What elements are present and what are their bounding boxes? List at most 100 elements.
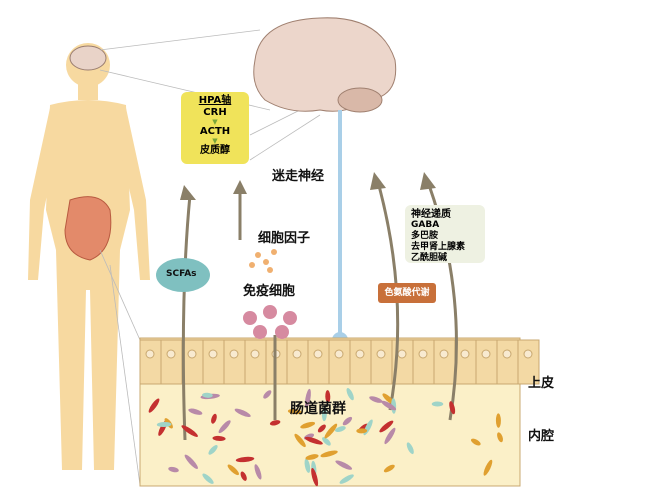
scfa-label: SCFAs <box>166 269 197 279</box>
cell-nucleus <box>523 349 533 359</box>
hpa-item: CRH <box>203 107 227 118</box>
bacterium <box>235 456 255 463</box>
arrow-down-icon: ▼ <box>212 118 218 126</box>
cell-nucleus <box>460 349 470 359</box>
epithelial-cell <box>454 339 477 385</box>
bacterium <box>381 400 397 411</box>
bacterium <box>168 466 179 473</box>
cytokine-dots <box>249 249 277 273</box>
bacterium <box>227 464 239 476</box>
bacterium <box>211 413 217 424</box>
bacterium <box>263 390 272 399</box>
bacterium <box>304 458 311 473</box>
epithelial-cell <box>223 339 246 385</box>
hpa-item: ACTH <box>199 126 231 137</box>
nt-item: GABA <box>411 220 440 230</box>
immune-label: 免疫细胞 <box>243 284 296 299</box>
bacterium <box>234 408 251 418</box>
lumen-label: 内腔 <box>528 429 555 444</box>
cell-nucleus <box>313 349 323 359</box>
bacterium <box>208 445 218 455</box>
vagus-label: 迷走神经 <box>272 169 325 184</box>
epithelial-cell <box>349 339 372 385</box>
bacterium <box>184 454 198 470</box>
nt-item: 多巴胺 <box>411 231 439 241</box>
nt-item: 去甲肾上腺素 <box>411 242 466 252</box>
nt-item: 乙酰胆碱 <box>411 253 448 263</box>
bacterium <box>269 420 281 426</box>
epithelial-cell <box>202 339 225 385</box>
bacterium <box>325 390 331 403</box>
bacterium <box>212 435 226 441</box>
bacterium <box>202 392 213 398</box>
hpa-item: 皮质醇 <box>200 145 230 156</box>
bacterium <box>287 409 302 415</box>
cell-nucleus <box>145 349 155 359</box>
bacterium <box>497 432 503 443</box>
bacterium <box>304 436 323 445</box>
nt-item: 神经递质 <box>411 209 451 220</box>
bacterium <box>470 438 481 446</box>
cell-nucleus <box>229 349 239 359</box>
bacterium <box>322 437 331 446</box>
bacterium <box>320 450 338 458</box>
bacterium <box>384 427 396 445</box>
cell-nucleus <box>439 349 449 359</box>
epithelial-cell <box>517 339 540 385</box>
bacterium <box>321 407 327 422</box>
immune-cells <box>243 305 297 339</box>
epithelial-cell <box>412 339 435 385</box>
epithelial-cell <box>496 339 519 385</box>
bacterium <box>406 442 414 455</box>
human-body <box>28 43 150 470</box>
epithelial-cell <box>286 339 309 385</box>
bacterium <box>202 473 214 484</box>
epithelial-cell <box>328 339 351 385</box>
neurotransmitter-box: 神经递质 GABA 多巴胺 去甲肾上腺素 乙酰胆碱 <box>405 205 485 263</box>
bacterium <box>382 393 395 405</box>
epithelium-layer <box>139 337 540 487</box>
bacterium <box>181 425 198 437</box>
cell-nucleus <box>250 349 260 359</box>
bacterium <box>305 454 319 460</box>
bacterium <box>311 467 319 487</box>
cell-nucleus <box>166 349 176 359</box>
bacterium <box>431 401 444 407</box>
cell-nucleus <box>481 349 491 359</box>
bacterium <box>218 420 231 434</box>
bacterium <box>156 421 172 427</box>
epithelial-cell <box>160 339 183 385</box>
bacterium <box>335 426 346 433</box>
bacterium <box>188 408 203 415</box>
cerebellum <box>337 87 383 113</box>
bacterium <box>379 420 394 433</box>
bacterium <box>335 460 353 470</box>
bacterium <box>254 464 262 480</box>
microbiota-label: 肠道菌群 <box>290 401 346 417</box>
bacterium <box>317 424 326 433</box>
cell-nucleus <box>208 349 218 359</box>
epithelial-cell <box>244 339 267 385</box>
cell-nucleus <box>376 349 386 359</box>
bacterium <box>148 398 160 413</box>
cell-nucleus <box>187 349 197 359</box>
bacterium <box>324 423 338 439</box>
cell-nucleus <box>334 349 344 359</box>
bacterium <box>346 388 354 401</box>
bacterium <box>356 428 368 434</box>
bacterium <box>369 396 383 403</box>
bacterium <box>449 401 456 415</box>
bacterium <box>240 471 247 481</box>
cell-nucleus <box>502 349 512 359</box>
epithelial-cell <box>475 339 498 385</box>
arrow-down-icon: ▼ <box>212 137 218 145</box>
tryptophan-box: 色氨酸代谢 <box>378 283 436 303</box>
cell-nucleus <box>418 349 428 359</box>
epithelial-cell <box>433 339 456 385</box>
bacterium <box>483 459 493 476</box>
cytokine-label: 细胞因子 <box>258 231 311 246</box>
intestines <box>64 196 112 261</box>
epithelial-cell <box>307 339 330 385</box>
